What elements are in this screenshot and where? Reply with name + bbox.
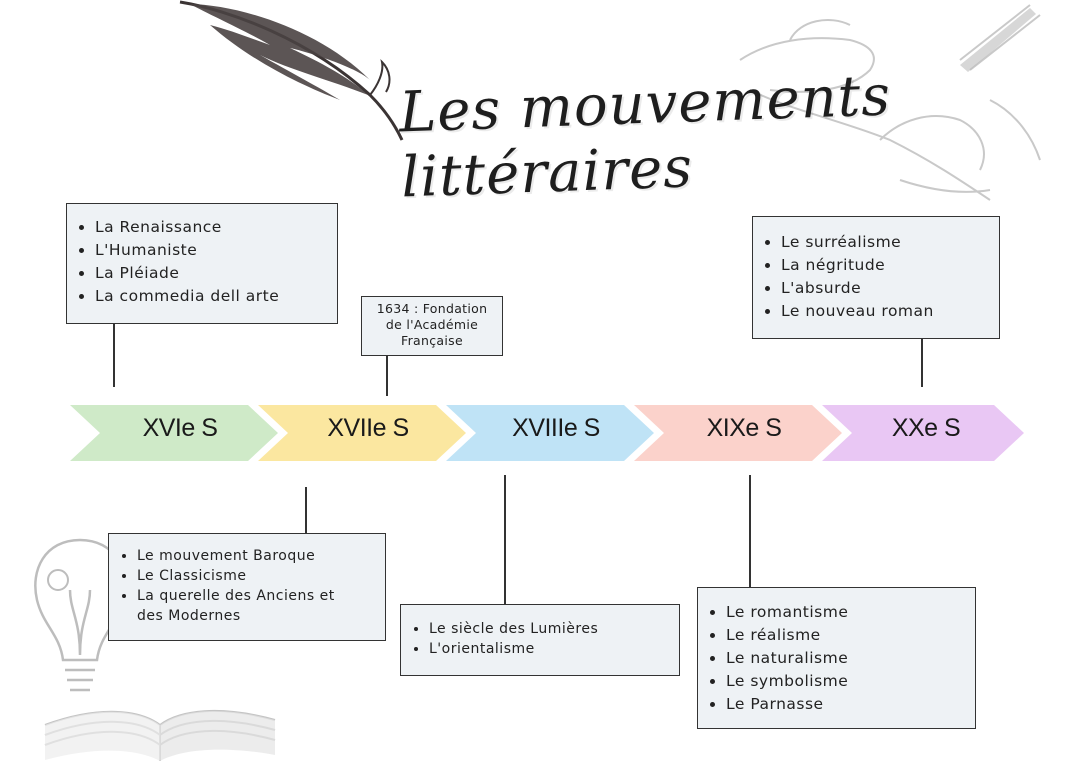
open-book-icon <box>44 709 276 761</box>
list-item: Le réalisme <box>726 624 975 647</box>
connector-xvi <box>113 323 115 387</box>
list-item: Le naturalisme <box>726 647 975 670</box>
note-line: 1634 : Fondation <box>376 301 488 316</box>
note-line: Française <box>401 333 463 348</box>
connector-note <box>386 356 388 396</box>
list-item: La Renaissance <box>95 216 337 239</box>
list-item: La querelle des Anciens et des Modernes <box>137 586 385 626</box>
movements-box-xvi: La Renaissance L'Humaniste La Pléiade La… <box>66 203 338 324</box>
list-item: Le nouveau roman <box>781 300 999 323</box>
period-arrow-xx <box>822 405 1024 461</box>
connector-xviii <box>504 475 506 605</box>
list-item: La commedia dell arte <box>95 285 337 308</box>
academie-note: 1634 : Fondation de l'Académie Française <box>361 296 503 356</box>
note-line: de l'Académie <box>385 317 479 332</box>
list-item: Le Parnasse <box>726 693 975 716</box>
movements-box-xvii: Le mouvement Baroque Le Classicisme La q… <box>108 533 386 641</box>
movements-box-xx: Le surréalisme La négritude L'absurde Le… <box>752 216 1000 339</box>
movements-box-xviii: Le siècle des Lumières L'orientalisme <box>400 604 680 676</box>
period-label-xviii: XVIIIe S <box>512 414 600 442</box>
list-item: Le surréalisme <box>781 231 999 254</box>
connector-xix <box>749 475 751 588</box>
writing-hand-icon <box>739 4 1041 201</box>
list-item: Le siècle des Lumières <box>429 619 679 639</box>
movements-box-xix: Le romantisme Le réalisme Le naturalisme… <box>697 587 976 729</box>
list-item: Le mouvement Baroque <box>137 546 385 566</box>
list-item: Le symbolisme <box>726 670 975 693</box>
period-label-xix: XIXe S <box>706 414 782 442</box>
connector-xx <box>921 338 923 387</box>
list-item: Le Classicisme <box>137 566 385 586</box>
list-item: L'absurde <box>781 277 999 300</box>
list-item: L'orientalisme <box>429 639 679 659</box>
period-arrow-xvii <box>258 405 466 461</box>
period-label-xvi: XVIe S <box>142 414 218 442</box>
period-arrow-xviii <box>446 405 654 461</box>
period-label-xx: XXe S <box>891 414 961 442</box>
list-item: La Pléiade <box>95 262 337 285</box>
list-item: Le romantisme <box>726 601 975 624</box>
connector-xvii <box>305 487 307 534</box>
period-arrow-xvi <box>70 405 278 461</box>
period-arrow-xix <box>634 405 842 461</box>
period-label-xvii: XVIIe S <box>327 414 409 442</box>
list-item: La négritude <box>781 254 999 277</box>
list-item: L'Humaniste <box>95 239 337 262</box>
feather-icon <box>179 0 404 141</box>
